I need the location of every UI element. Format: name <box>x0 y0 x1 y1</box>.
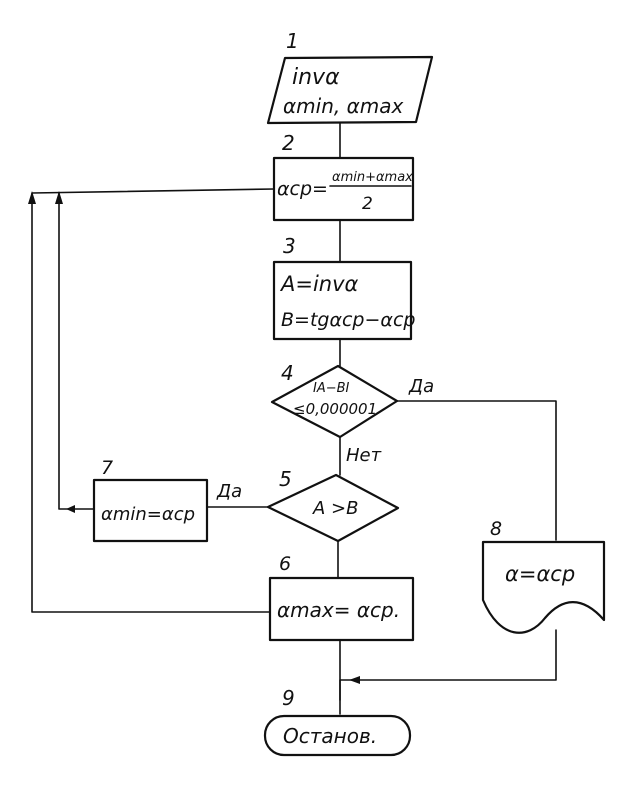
block2-numerator: αmin+αmax <box>332 170 413 185</box>
block5-number: 5 <box>279 467 292 491</box>
block6-number: 6 <box>279 553 291 575</box>
block2-lhs: αcp= <box>277 178 328 200</box>
block7-text: αmin=αcp <box>101 504 195 525</box>
block8-document-shape <box>481 540 606 634</box>
block4-line2: ≤0,000001 <box>293 400 377 418</box>
loop-7-to-2 <box>58 192 95 510</box>
block9-terminator <box>263 714 412 757</box>
block7-process-box <box>92 478 209 543</box>
block1-input-parallelogram <box>266 55 434 125</box>
loop-6-arrowhead-up <box>28 191 36 204</box>
block6-process-box <box>268 576 415 642</box>
block5-yes-label: Да <box>216 481 242 502</box>
connector-4-yes-to-8 <box>396 400 557 541</box>
connector-8-9-arrowhead <box>349 676 360 684</box>
block1-number: 1 <box>286 29 299 53</box>
block2-denominator: 2 <box>362 194 373 214</box>
block8-text: α=αcp <box>505 562 575 586</box>
block5-text: A >B <box>312 498 358 519</box>
block4-yes-label: Да <box>408 376 434 397</box>
block4-no-label: Нет <box>346 445 382 466</box>
block1-line1: invα <box>292 65 340 90</box>
loop-7-arrowhead-up <box>55 191 63 204</box>
block3-process-box <box>272 260 413 341</box>
loop-7-arrowhead-left <box>66 505 75 513</box>
block9-text: Останов. <box>283 724 377 748</box>
block2-process-box <box>272 156 415 222</box>
block4-number: 4 <box>281 361 294 385</box>
block7-number: 7 <box>101 457 113 479</box>
block1-line2: αmin, αmax <box>283 94 404 118</box>
block4-line1: IA−BI <box>313 381 350 396</box>
block3-number: 3 <box>283 234 296 258</box>
block2-number: 2 <box>282 131 295 155</box>
block3-line2: B=tgαcp−αcp <box>281 309 415 331</box>
block8-number: 8 <box>490 518 502 540</box>
block9-number: 9 <box>282 686 295 710</box>
loop-6-to-2 <box>31 188 275 613</box>
block3-line1: A=invα <box>279 272 359 296</box>
block6-text: αmax= αcp. <box>277 598 400 622</box>
